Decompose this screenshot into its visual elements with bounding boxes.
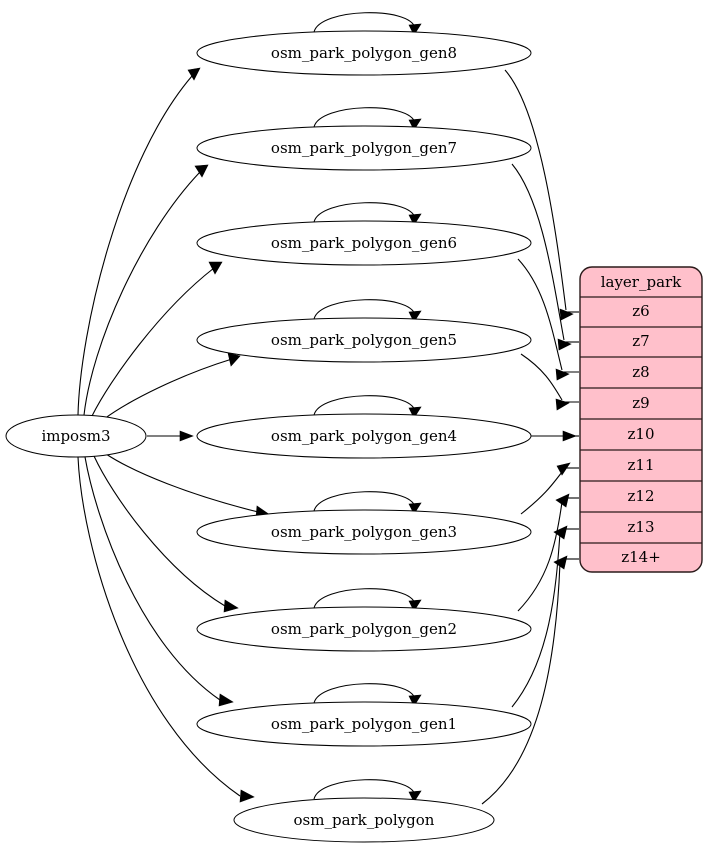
gen2-ellipse[interactable] [196,606,532,652]
edge-self-loop-gen6 [313,202,416,223]
node-imposm3[interactable]: imposm3 [5,414,147,458]
edge-imposm3-to-gen8 [77,75,193,416]
edge-imposm3-to-gen2 [93,455,226,607]
arrowhead-imposm3-to-gen5 [227,352,241,367]
node-layer-park-table[interactable]: layer_park z6 z7 z8 z9 z10 z11 z12 z13 z… [579,266,703,573]
arrowhead-self-loop-gen5 [408,310,422,323]
edge-self-loop-gen7 [313,107,416,128]
edge-imposm3-to-gen5 [103,358,233,420]
node-osm-park-polygon-gen4[interactable]: osm_park_polygon_gen4 [196,413,532,459]
edge-imposm3-to-gen7 [83,171,201,416]
arrowhead-imposm3-to-gen1 [218,693,234,707]
imposm3-ellipse[interactable] [5,414,147,458]
edge-imposm3-to-base [77,456,241,797]
edge-imposm3-to-gen1 [84,456,221,701]
arrowhead-self-loop-base [408,790,422,803]
arrowhead-imposm3-to-gen7 [194,164,209,178]
node-osm-park-polygon-gen5[interactable]: osm_park_polygon_gen5 [196,317,532,363]
arrowhead-gen6-to-z8 [555,368,570,381]
arrowhead-self-loop-gen6 [408,213,422,226]
edge-gen1-to-z13 [511,532,561,708]
arrowhead-self-loop-gen7 [408,118,422,131]
node-osm-park-polygon-gen8[interactable]: osm_park_polygon_gen8 [196,30,532,76]
edge-self-loop-gen4 [313,395,416,416]
edge-self-loop-gen5 [313,299,416,320]
edges-tables-to-layer-park [481,69,579,805]
node-osm-park-polygon-gen6[interactable]: osm_park_polygon_gen6 [196,220,532,266]
arrowhead-gen4-to-z10 [562,430,577,442]
arrowhead-self-loop-gen4 [408,406,422,419]
edge-gen2-to-z12 [517,501,563,612]
node-osm-park-polygon-gen2[interactable]: osm_park_polygon_gen2 [196,606,532,652]
arrowhead-self-loop-gen3 [408,502,422,515]
gen4-ellipse[interactable] [196,413,532,459]
arrowhead-imposm3-to-gen8 [187,67,201,81]
edge-base-to-z14plus [481,562,561,805]
base-ellipse[interactable] [233,797,495,843]
gen1-ellipse[interactable] [196,701,532,747]
gen7-ellipse[interactable] [196,125,532,171]
arrowhead-imposm3-to-base [239,789,255,803]
arrowhead-self-loop-gen2 [408,599,422,612]
arrowhead-imposm3-to-gen6 [208,261,223,275]
edge-gen5-to-z9 [520,353,563,401]
node-osm-park-polygon-gen7[interactable]: osm_park_polygon_gen7 [196,125,532,171]
edge-self-loop-gen2 [313,588,416,609]
edge-imposm3-to-gen6 [91,267,215,417]
edges-self-loops [313,12,422,803]
arrowhead-self-loop-gen8 [408,23,422,36]
edge-imposm3-to-gen3 [105,453,259,513]
edge-self-loop-gen3 [313,491,416,512]
arrowhead-gen3-to-z11 [556,462,571,476]
gen3-ellipse[interactable] [196,509,532,555]
gen5-ellipse[interactable] [196,317,532,363]
gen8-ellipse[interactable] [196,30,532,76]
edge-gen8-to-z6 [504,69,567,311]
arrowhead-base-to-z14plus [553,555,568,570]
node-osm-park-polygon-gen3[interactable]: osm_park_polygon_gen3 [196,509,532,555]
arrowhead-gen2-to-z12 [555,493,570,508]
arrowhead-gen5-to-z9 [555,398,570,411]
polygon-node-group: osm_park_polygon_gen8 osm_park_polygon_g… [196,30,532,843]
arrowhead-imposm3-to-gen2 [223,599,239,613]
gen6-ellipse[interactable] [196,220,532,266]
edge-gen6-to-z8 [517,258,563,371]
node-osm-park-polygon[interactable]: osm_park_polygon [233,797,495,843]
edge-self-loop-base [313,779,416,800]
edge-self-loop-gen8 [313,12,416,33]
arrowhead-gen8-to-z6 [559,308,574,321]
arrowhead-gen7-to-z7 [557,338,572,351]
edge-self-loop-gen1 [313,683,416,704]
arrowhead-imposm3-to-gen4 [179,430,194,442]
edge-gen3-to-z11 [520,471,563,515]
arrowhead-self-loop-gen1 [408,694,422,707]
edge-gen7-to-z7 [511,163,565,341]
node-osm-park-polygon-gen1[interactable]: osm_park_polygon_gen1 [196,701,532,747]
